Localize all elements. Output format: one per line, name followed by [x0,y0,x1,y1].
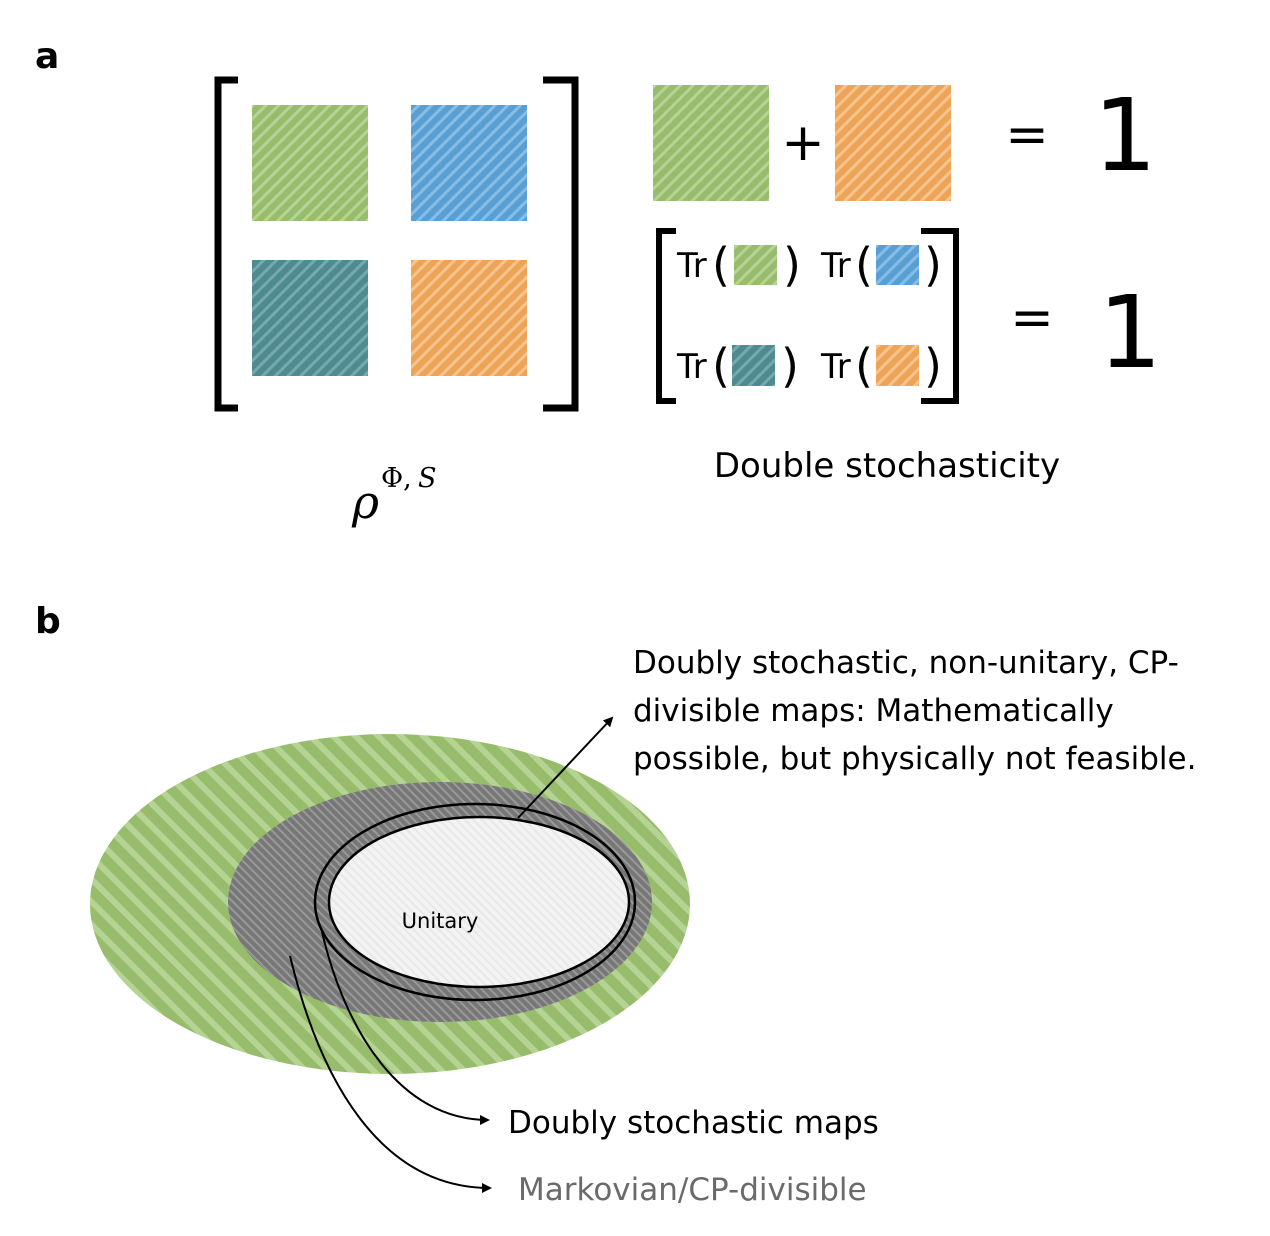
cp-divisible-boundary [313,802,637,1002]
trace-close-paren: ) [783,238,801,292]
trace-label: Tr [820,347,851,387]
arrow-to-nonunitary-annotation [517,716,614,819]
matrix-left-bracket [214,76,238,412]
matrix-block-blue [411,105,527,221]
trace-block-orange [876,345,919,386]
arrow-to-markovian-annotation [289,955,492,1193]
trace-label: Tr [676,246,707,286]
trace-block-green [734,245,777,285]
matrix-block-teal [252,260,368,376]
trace-label: Tr [820,246,851,286]
sum-equals-sign: = [1005,105,1049,165]
panel-label-b: b [35,601,61,642]
trace-result-one: 1 [1098,274,1162,391]
sum-result-one: 1 [1093,77,1157,194]
trace-open-paren: ( [712,238,730,292]
sum-block-orange [835,85,951,201]
matrix-right-bracket [543,76,579,412]
trace-block-blue [876,245,919,285]
trace-open-paren: ( [855,339,873,393]
annotation-nonunitary-line-1: Doubly stochastic, non-unitary, CP- [633,645,1179,681]
annotation-nonunitary-line-3: possible, but physically not feasible. [633,741,1196,777]
trace-matrix-left-bracket [656,228,676,404]
trace-open-paren: ( [855,238,873,292]
trace-equals-sign: = [1010,288,1054,348]
trace-close-paren: ) [924,339,942,393]
trace-close-paren: ) [781,339,799,393]
annotation-markovian: Markovian/CP-divisible [518,1172,867,1208]
arrow-to-doubly-stochastic-annotation [321,931,490,1125]
matrix-block-green [252,105,368,221]
matrix-symbol-superscript-phi: Φ, [381,463,412,494]
annotation-doubly-stochastic: Doubly stochastic maps [508,1105,879,1141]
trace-label: Tr [676,347,707,387]
trace-matrix-right-bracket [921,228,959,404]
unitary-region [327,815,631,989]
matrix-symbol-superscript-s: S [418,463,437,494]
sum-block-green [653,85,769,201]
double-stochasticity-caption: Double stochasticity [714,446,1060,486]
annotation-nonunitary-line-2: divisible maps: Mathematically [633,693,1114,729]
trace-block-teal [732,345,775,386]
trace-open-paren: ( [712,339,730,393]
matrix-block-orange [411,260,527,376]
panel-label-a: a [35,36,59,77]
unitary-label: Unitary [402,909,479,933]
matrix-symbol-rho: ρ [351,475,379,529]
trace-close-paren: ) [924,238,942,292]
sum-plus-sign: + [781,113,825,173]
